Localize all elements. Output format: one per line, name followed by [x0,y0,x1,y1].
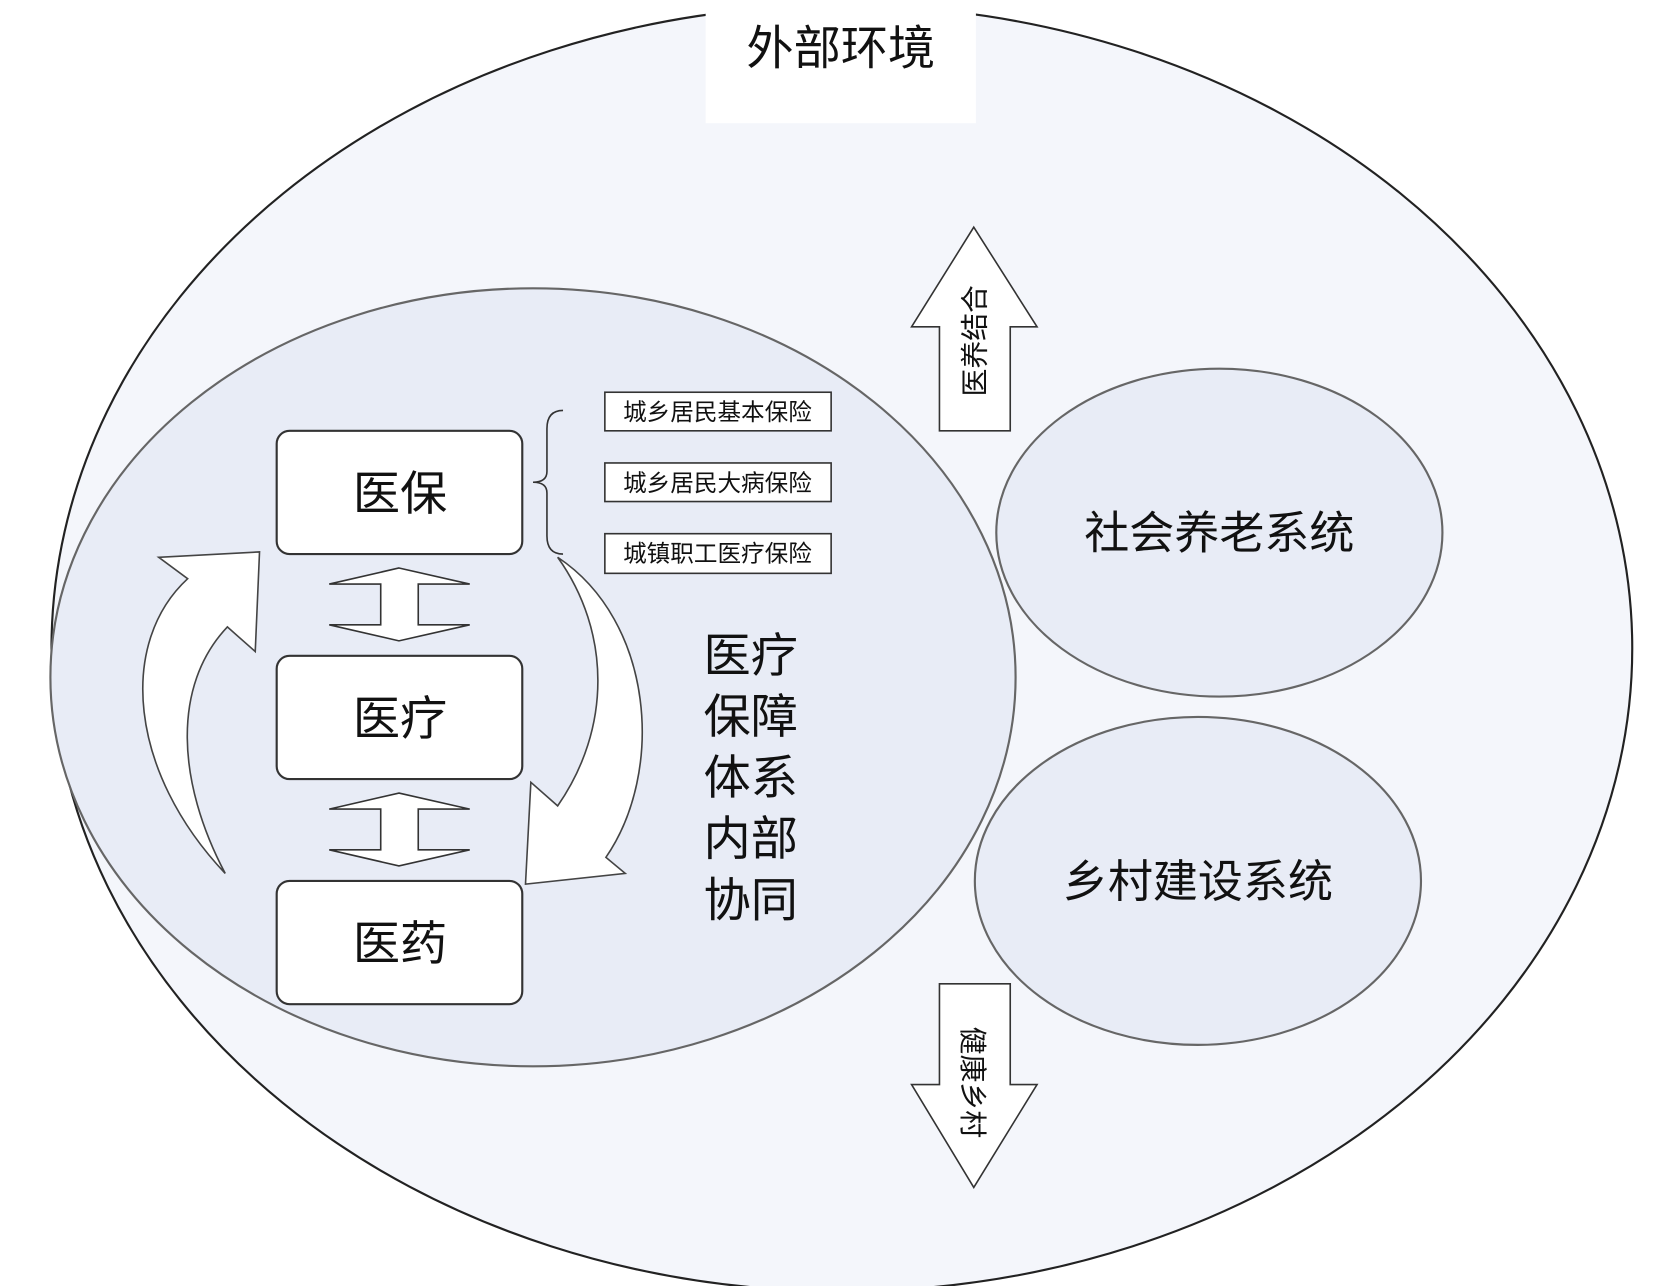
insurance-type-3: 城镇职工医疗保险 [604,532,832,575]
rural-construction-system: 乡村建设系统 [973,715,1423,1046]
label-line: 协同 [704,873,798,928]
title-background [705,0,976,124]
curved-arrow-up [142,551,261,874]
label-line: 医疗 [704,629,798,684]
internal-synergy-label: 医疗 保障 体系 内部 协同 [704,629,798,928]
arrow-label: 医养结合 [958,285,991,396]
insurance-type-label: 城乡居民基本保险 [623,398,812,426]
box-medical-insurance: 医保 [275,429,524,556]
arrow-up-medical-elderly: 医养结合 [910,225,1039,432]
insurance-type-label: 城镇职工医疗保险 [623,540,812,568]
box-label: 医药 [353,917,447,972]
system-label: 乡村建设系统 [1063,855,1333,908]
insurance-type-1: 城乡居民基本保险 [604,391,832,432]
arrow-down-healthy-rural: 健康乡村 [910,982,1039,1189]
label-line: 体系 [704,751,798,806]
curved-arrow-down [524,556,644,886]
box-medicine: 医药 [275,879,524,1006]
label-line: 内部 [704,812,798,867]
double-arrow-2 [329,792,470,867]
box-label: 医保 [353,467,447,522]
title: 外部环境 [746,21,935,76]
double-arrow-1 [329,567,470,642]
elderly-care-system: 社会养老系统 [995,367,1444,698]
arrow-label: 健康乡村 [956,1027,989,1138]
system-label: 社会养老系统 [1084,507,1354,560]
brace [532,409,564,555]
insurance-type-2: 城乡居民大病保险 [604,462,832,503]
box-label: 医疗 [353,692,447,747]
box-medical-service: 医疗 [275,654,524,781]
insurance-type-label: 城乡居民大病保险 [623,469,812,497]
label-line: 保障 [704,690,798,745]
